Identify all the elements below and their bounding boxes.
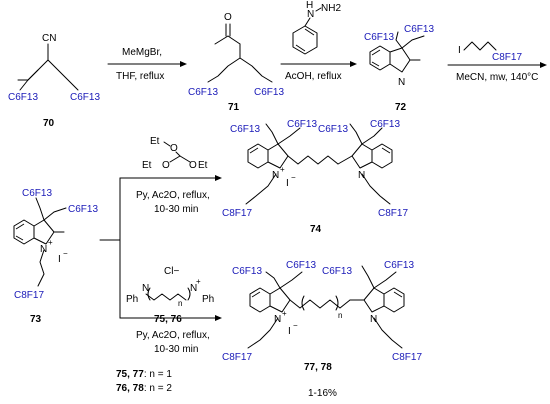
ethyl-label: Et (142, 160, 152, 171)
c6f13-chain-label: C6F13 (230, 124, 260, 135)
indole-nitrogen: N (398, 77, 405, 88)
compound-label-73: 73 (30, 314, 42, 325)
indolium-nitrogen: N (40, 244, 47, 255)
c6f13-chain-label: C6F13 (70, 92, 100, 103)
compound-label-74: 74 (310, 224, 322, 235)
compound-72: N C6F13 C6F13 72 (364, 24, 434, 113)
positive-charge: + (282, 309, 287, 318)
compound-label-72: 72 (395, 102, 407, 113)
ethyl-label: Et (150, 136, 160, 147)
triethyl-orthoformate-reagent: Et O O O Et Et Py, Ac2O, reflux, 10-30 m… (136, 136, 210, 215)
negative-charge: − (293, 321, 298, 330)
conditions-label: THF, reflux (116, 71, 164, 82)
iodide-counterion: I (288, 326, 291, 337)
positive-charge: + (48, 238, 53, 247)
compound-label-75-76: 75, 76 (154, 314, 182, 325)
c8f17-chain-label: C8F17 (392, 352, 422, 363)
c8f17-chain-label: C8F17 (14, 290, 44, 301)
amino-group: NH2 (321, 3, 341, 14)
repeat-index: n (338, 311, 342, 320)
c8f17-chain-label: C8F17 (222, 352, 252, 363)
phenylhydrazine-reagent: N H NH2 (292, 0, 341, 55)
oxygen-atom: O (170, 143, 178, 154)
yield-label: 1-16% (308, 388, 337, 399)
negative-charge: − (291, 173, 296, 182)
footnote-n2: 76, 78: n = 2 (116, 383, 172, 394)
compound-label-70: 70 (43, 118, 55, 129)
c6f13-chain-label: C6F13 (22, 188, 52, 199)
c8f17-chain-label: C8F17 (492, 52, 522, 63)
compound-label-77-78: 77, 78 (304, 362, 332, 373)
c8f17-chain-label: C8F17 (222, 208, 252, 219)
oxygen-atom: O (189, 160, 197, 171)
indolium-nitrogen: N (272, 170, 279, 181)
reagent-label: MeMgBr, (122, 47, 162, 58)
footnote-n1-compounds: 75, 77 (116, 369, 144, 380)
footnote-n1: 75, 77: n = 1 (116, 369, 172, 380)
footnote-n1-value: : n = 1 (144, 369, 173, 380)
ethyl-label: Et (198, 160, 208, 171)
c8f17-chain-label: C8F17 (378, 208, 408, 219)
c6f13-chain-label: C6F13 (322, 266, 352, 277)
compound-73: C6F13 C6F13 N + I − C8F17 73 (13, 188, 98, 325)
iodine-atom: I (458, 45, 461, 56)
compound-74: C6F13 C6F13 C6F13 C6F13 N + I − N C8F17 … (222, 119, 408, 235)
iodide-counterion: I (286, 178, 289, 189)
nitrile-group: CN (42, 33, 56, 44)
indole-nitrogen: N (370, 314, 377, 325)
c6f13-chain-label: C6F13 (318, 124, 348, 135)
compound-71: O C6F13 C6F13 71 (188, 12, 284, 113)
compound-label-71: 71 (228, 102, 240, 113)
iodide-counterion: I (58, 254, 61, 265)
c6f13-chain-label: C6F13 (404, 24, 434, 35)
c6f13-chain-label: C6F13 (8, 92, 38, 103)
c6f13-chain-label: C6F13 (68, 204, 98, 215)
c6f13-chain-label: C6F13 (287, 119, 317, 130)
compound-77-78: C6F13 C6F13 C6F13 C6F13 N + I − n N C8F1… (222, 260, 422, 373)
conditions-label: Py, Ac2O, reflux, (136, 190, 210, 201)
c6f13-chain-label: C6F13 (188, 87, 218, 98)
carbonyl-oxygen: O (224, 12, 232, 23)
chloride-counterion: Cl− (164, 266, 179, 277)
c6f13-chain-label: C6F13 (286, 260, 316, 271)
hydrazine-h: H (306, 0, 313, 11)
indolium-nitrogen: N (274, 314, 281, 325)
compound-70: CN C6F13 C6F13 70 (8, 33, 100, 129)
c6f13-chain-label: C6F13 (384, 260, 414, 271)
phenyl-label: Ph (202, 294, 214, 305)
c6f13-chain-label: C6F13 (254, 87, 284, 98)
reaction-arrow-1: MeMgBr, THF, reflux (107, 47, 187, 82)
oxygen-atom: O (162, 160, 170, 171)
positive-charge: + (196, 277, 201, 286)
alkyl-iodide-reagent: I C8F17 (458, 41, 522, 63)
amine-nitrogen: N (142, 283, 149, 294)
negative-charge: − (63, 249, 68, 258)
conditions-label: Py, Ac2O, reflux, (136, 330, 210, 341)
c6f13-chain-label: C6F13 (370, 119, 400, 130)
indole-nitrogen: N (358, 170, 365, 181)
phenyl-label: Ph (126, 294, 138, 305)
repeat-index: n (178, 299, 182, 308)
iminium-nitrogen: N (190, 283, 197, 294)
footnotes: 75, 77: n = 1 76, 78: n = 2 1-16% (116, 369, 337, 399)
conditions-label: MeCN, mw, 140°C (456, 72, 538, 83)
c6f13-chain-label: C6F13 (232, 266, 262, 277)
conditions-label: 10-30 min (154, 204, 198, 215)
hydrazine-nh: N (307, 9, 314, 20)
dianil-reagent: Cl− Ph N n N + Ph 75, 76 Py, Ac2O, reflu… (126, 266, 214, 355)
branch-bracket (99, 175, 222, 321)
footnote-n2-compounds: 76, 78 (116, 383, 144, 394)
footnote-n2-value: : n = 2 (144, 383, 173, 394)
positive-charge: + (280, 165, 285, 174)
conditions-label: AcOH, reflux (285, 71, 342, 82)
conditions-label: 10-30 min (154, 344, 198, 355)
reaction-arrow-3: MeCN, mw, 140°C (447, 62, 547, 83)
c6f13-chain-label: C6F13 (364, 32, 394, 43)
reaction-arrow-2: AcOH, reflux (280, 61, 357, 82)
